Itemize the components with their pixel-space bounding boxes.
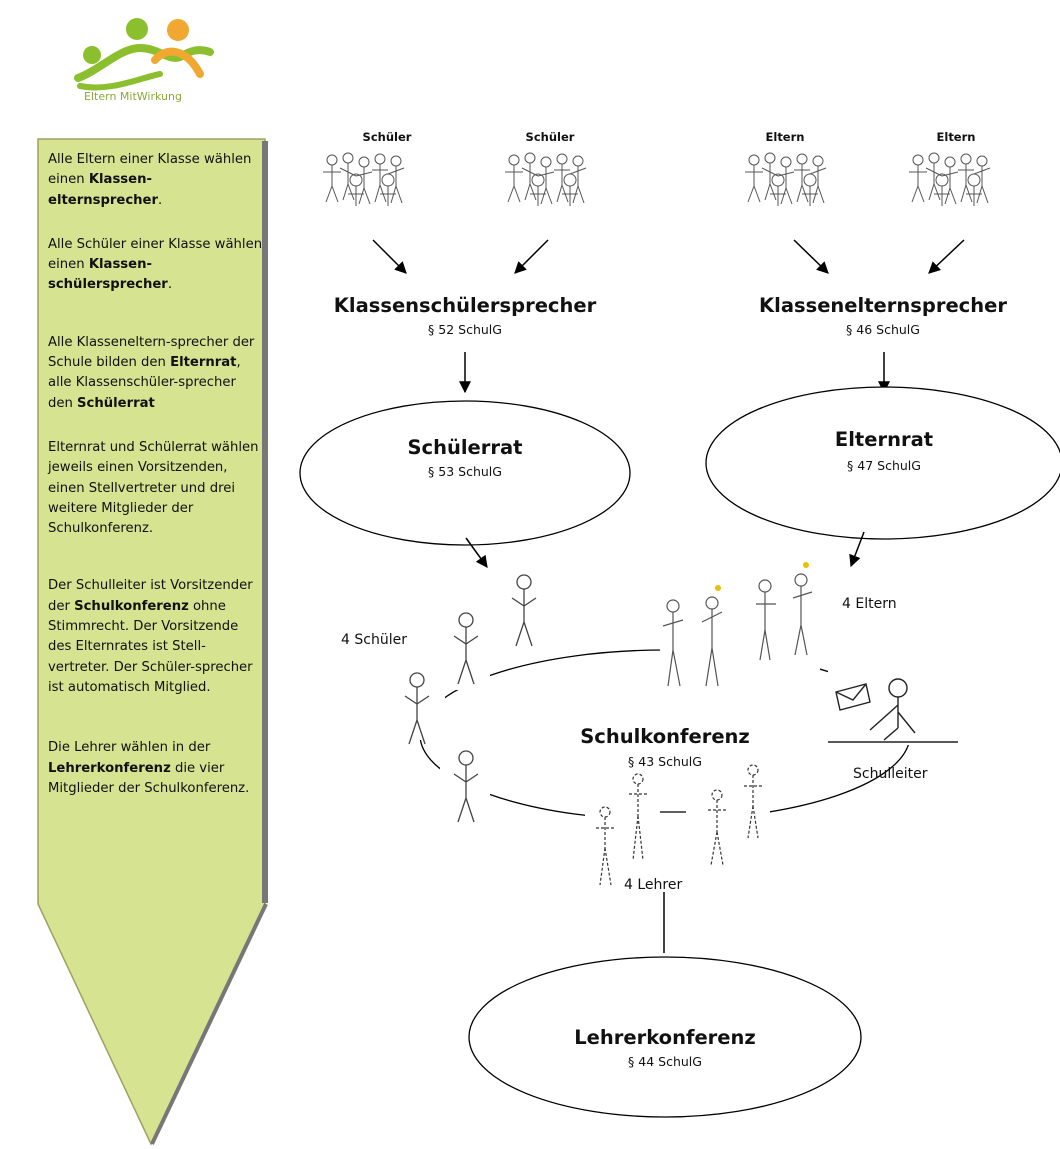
- sidebar-paragraph: Elternrat und Schülerrat wählen jeweils …: [48, 438, 263, 539]
- group-label-schueler-2: Schüler: [525, 130, 575, 144]
- sidebar-text: die vier Mitglieder der Schulkonferenz.: [48, 760, 250, 796]
- eltern-mitwirkung-logo: [74, 18, 214, 91]
- sidebar-explanation: Alle Eltern einer Klasse wählen einen Kl…: [48, 150, 263, 799]
- label-schulleiter: Schulleiter: [853, 766, 928, 782]
- sidebar-term: Schulkonferenz: [74, 598, 189, 614]
- sidebar-paragraph: Der Schulleiter ist Vorsitzender der Sch…: [48, 576, 263, 698]
- sidebar-text: .: [158, 192, 163, 208]
- sidebar-paragraph: Alle Eltern einer Klasse wählen einen Kl…: [48, 150, 263, 211]
- label-4-schueler: 4 Schüler: [341, 632, 407, 648]
- schulkonferenz-title: Schulkonferenz: [580, 725, 750, 748]
- sidebar-text: Die Lehrer wählen in der: [48, 740, 211, 756]
- label-4-lehrer: 4 Lehrer: [624, 877, 683, 893]
- sidebar-text: ohne Stimmrecht. Der Vorsitzende des Elt…: [48, 598, 253, 695]
- elternrat-title: Elternrat: [834, 428, 934, 451]
- lehrerkonferenz-title: Lehrerkonferenz: [574, 1026, 756, 1049]
- group-label-schueler-1: Schüler: [362, 130, 412, 144]
- klassenschuelersprecher-title: Klassenschülersprecher: [333, 294, 597, 317]
- logo-text: Eltern MitWirkung: [84, 90, 182, 103]
- schuelerrat-law: § 53 SchulG: [428, 464, 502, 479]
- sidebar-paragraph: Alle Klasseneltern-sprecher der Schule b…: [48, 333, 263, 414]
- klassenelternsprecher-title: Klassenelternsprecher: [759, 294, 1007, 317]
- schuelerrat-title: Schülerrat: [407, 436, 523, 459]
- lehrerkonferenz-law: § 44 SchulG: [628, 1054, 702, 1069]
- sidebar-text: Alle Eltern einer Klasse wählen einen: [48, 152, 252, 188]
- klassenschuelersprecher-law: § 52 SchulG: [428, 322, 502, 337]
- sidebar-term: Elternrat: [170, 355, 237, 371]
- sidebar-text: .: [167, 277, 173, 293]
- schulkonferenz-law: § 43 SchulG: [628, 754, 702, 769]
- group-label-eltern-2: Eltern: [936, 130, 976, 144]
- klassenelternsprecher-law: § 46 SchulG: [846, 322, 920, 337]
- sidebar-text: Alle Schüler einer Klasse wählen einen: [48, 236, 263, 273]
- sidebar-text: , alle Klassenschüler-sprecher den: [48, 355, 241, 411]
- sidebar-text: Elternrat und Schülerrat wählen jeweils …: [48, 439, 259, 537]
- sidebar-term: Klassen-schülersprecher: [48, 257, 168, 293]
- group-label-eltern-1: Eltern: [765, 130, 805, 144]
- sidebar-paragraph: Alle Schüler einer Klasse wählen einen K…: [48, 235, 263, 296]
- sidebar-text: Der Schulleiter ist Vorsitzender der: [48, 578, 253, 614]
- label-4-eltern: 4 Eltern: [842, 596, 897, 612]
- sidebar-text: Alle Klasseneltern-sprecher der Schule b…: [48, 334, 255, 371]
- sidebar-paragraph: Die Lehrer wählen in der Lehrerkonferenz…: [48, 738, 263, 799]
- elternrat-law: § 47 SchulG: [847, 458, 921, 473]
- sidebar-term: Klassen-elternsprecher: [48, 172, 158, 208]
- sidebar-term: Schülerrat: [77, 395, 155, 411]
- sidebar-term: Lehrerkonferenz: [48, 760, 171, 776]
